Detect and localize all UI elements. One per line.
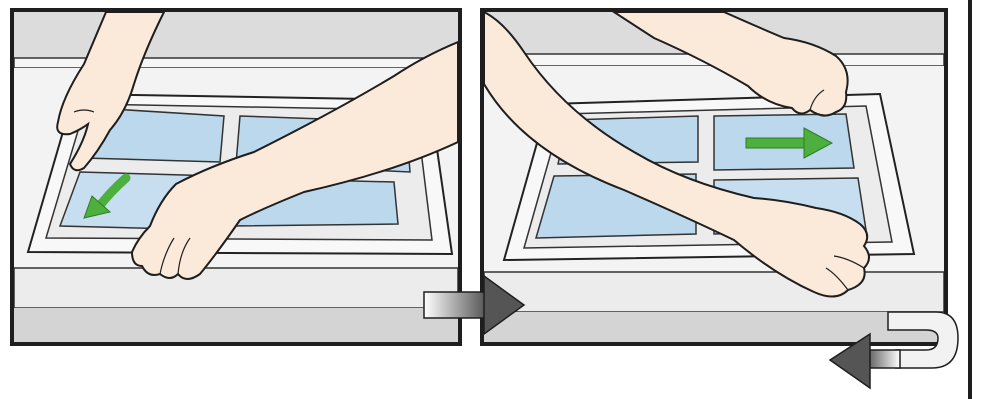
sill-top — [14, 58, 458, 68]
flow-arrow-right — [420, 270, 530, 340]
flow-arrow-head — [484, 276, 524, 334]
step-1-panel — [10, 8, 462, 346]
floor-band — [14, 308, 458, 342]
green-arrow-shaft — [746, 138, 806, 148]
return-loop-arrow — [826, 306, 966, 396]
return-loop-head — [830, 334, 870, 388]
step-2-illustration — [484, 12, 944, 342]
step-2-panel — [480, 8, 948, 346]
page-border-rule — [968, 0, 972, 399]
wall-top — [14, 12, 458, 58]
return-loop-shaft — [866, 350, 900, 368]
step-1-illustration — [14, 12, 458, 342]
flow-arrow-shaft — [424, 292, 486, 318]
bottom-rail — [14, 268, 458, 308]
